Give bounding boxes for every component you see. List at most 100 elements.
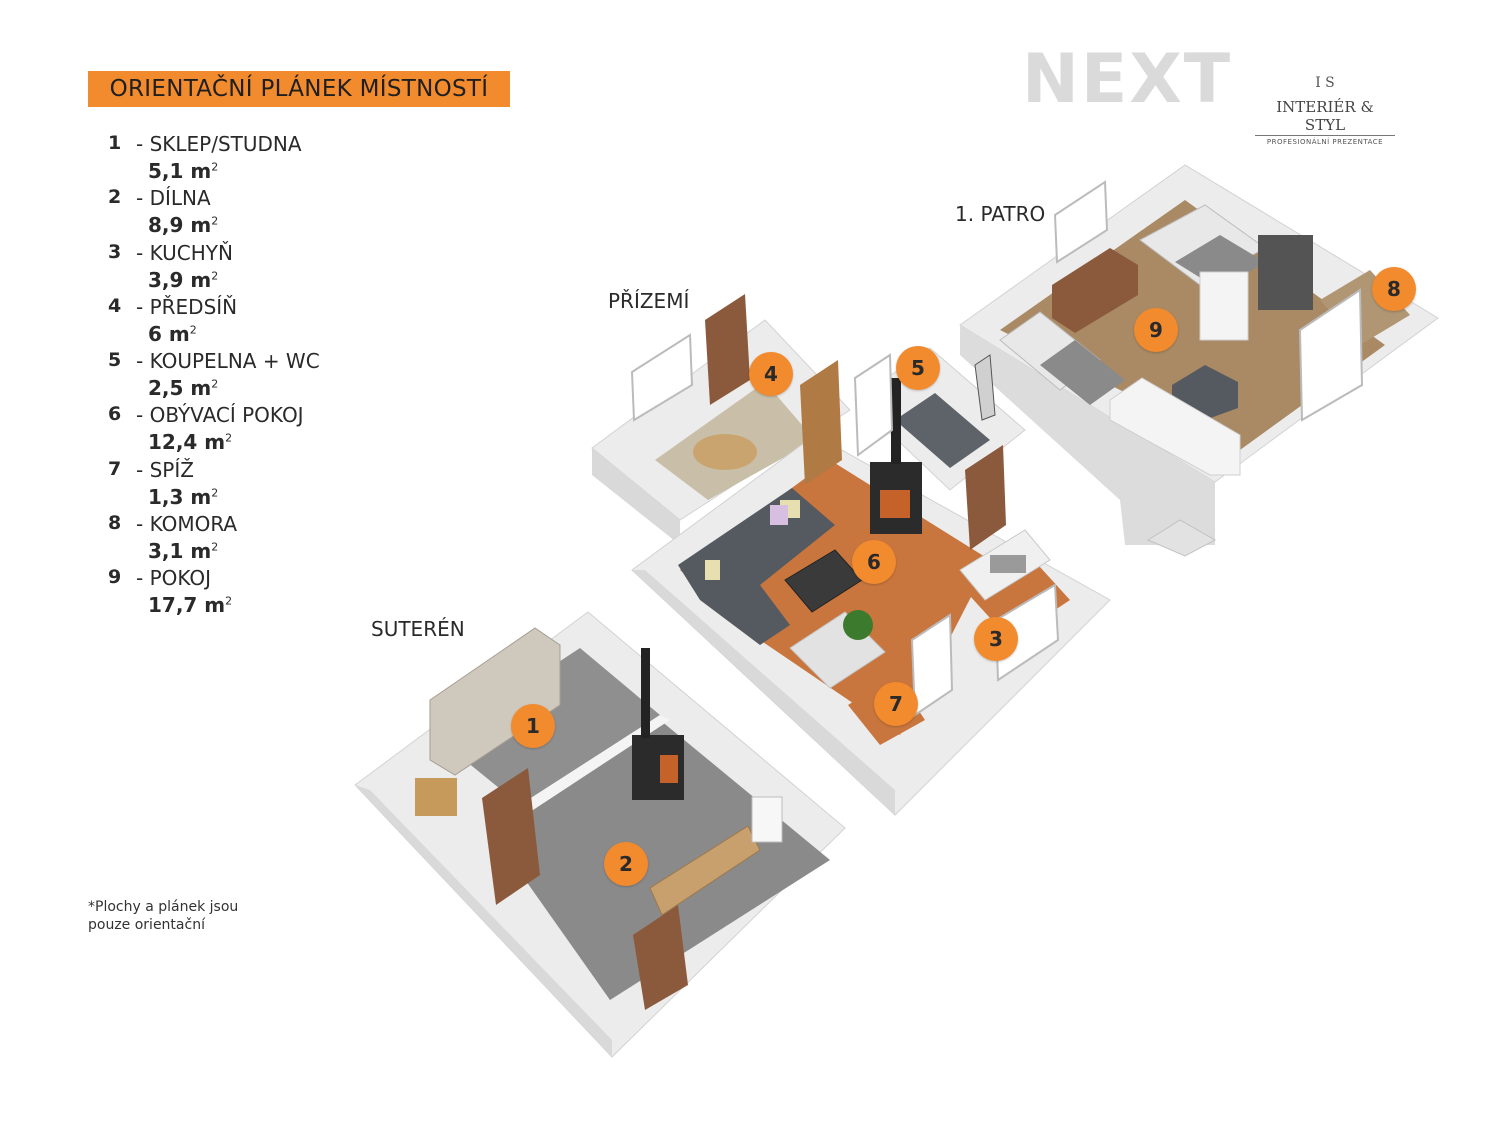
- first-floor-plan: [959, 164, 1439, 557]
- exterior-stairs: [1146, 519, 1217, 557]
- legend-number: 1: [108, 132, 122, 154]
- workbench: [649, 825, 761, 916]
- room-marker-4: 4: [749, 352, 793, 396]
- bed-1-cover: [1175, 235, 1265, 290]
- legend-room-name: - KOMORA: [136, 512, 238, 537]
- area-value: 1,3 m: [148, 484, 212, 509]
- stove-pipe-ground: [891, 378, 901, 464]
- room-2-floor: [490, 720, 830, 1000]
- room-marker-9: 9: [1134, 308, 1178, 352]
- area-value: 8,9 m: [148, 213, 212, 238]
- sofa-cushion-3: [705, 560, 720, 580]
- legend-item: 1 - SKLEP/STUDNA 5,1 m2: [108, 130, 368, 184]
- floor-label-patro: 1. PATRO: [955, 202, 1046, 226]
- shelf-unit: [429, 627, 561, 776]
- area-value: 2,5 m: [148, 376, 212, 401]
- legend-number: 7: [108, 457, 122, 480]
- area-unit-exponent: 2: [211, 377, 219, 391]
- bed-2-cover: [1040, 340, 1125, 405]
- window-first-1: [1053, 180, 1109, 264]
- area-unit-exponent: 2: [211, 268, 219, 282]
- legend-room-area: 5,1 m2: [148, 159, 218, 183]
- cabinet-white: [1199, 271, 1249, 341]
- dining-table: [693, 434, 757, 470]
- legend-item: 9 - POKOJ 17,7 m2: [108, 564, 368, 618]
- legend-item: 5 - KOUPELNA + WC 2,5 m2: [108, 347, 368, 401]
- area-value: 6 m: [148, 321, 190, 346]
- legend-room-name: - POKOJ: [136, 566, 212, 591]
- sink-basement: [751, 796, 783, 843]
- area-unit-exponent: 2: [225, 594, 233, 608]
- sofa-cushion-2: [770, 505, 788, 525]
- room-8-floor: [1320, 270, 1410, 345]
- legend-room-area: 1,3 m2: [148, 485, 218, 509]
- room-marker-8: 8: [1372, 267, 1416, 311]
- area-value: 3,1 m: [148, 539, 212, 564]
- legend-room-name: - KOUPELNA + WC: [136, 349, 320, 374]
- kitchen-sink: [990, 555, 1026, 573]
- area-value: 5,1 m: [148, 159, 212, 183]
- ground-main-side: [632, 570, 895, 815]
- legend-number: 2: [108, 186, 122, 209]
- logo-name: INTERIÉR & STYL: [1255, 98, 1395, 136]
- door-ground-entry: [705, 294, 750, 405]
- room-marker-7: 7: [874, 682, 918, 726]
- legend-number: 6: [108, 403, 122, 426]
- area-value: 17,7 m: [148, 593, 226, 618]
- legend-number: 4: [108, 294, 122, 317]
- legend-item: 3 - KUCHYŇ 3,9 m2: [108, 239, 368, 293]
- legend-room-area: 3,9 m2: [148, 268, 218, 292]
- room-marker-2: 2: [604, 842, 648, 886]
- stair-railing: [1109, 377, 1241, 476]
- plan-title: ORIENTAČNÍ PLÁNEK MÍSTNOSTÍ: [88, 71, 510, 107]
- window-ground-1: [630, 333, 694, 422]
- legend-room-name: - PŘEDSÍŇ: [136, 294, 238, 319]
- area-unit-exponent: 2: [211, 214, 219, 228]
- ground-hall-side: [592, 448, 680, 545]
- stove-fire-ground: [880, 490, 910, 518]
- logo-rings-icon: I S: [1315, 75, 1335, 91]
- legend-room-name: - SKLEP/STUDNA: [136, 132, 302, 156]
- room-marker-6: 6: [852, 540, 896, 584]
- interier-styl-logo: I S INTERIÉR & STYL PROFESIONÁLNÍ PREZEN…: [1255, 68, 1395, 146]
- dresser: [1052, 248, 1138, 333]
- wardrobe: [1258, 235, 1313, 310]
- room-marker-5: 5: [896, 346, 940, 390]
- legend-item: 8 - KOMORA 3,1 m2: [108, 510, 368, 564]
- shower-head-icon: [974, 354, 996, 421]
- room-legend: 1 - SKLEP/STUDNA 5,1 m2 2 - DÍLNA 8,9 m2…: [108, 130, 368, 619]
- area-unit-exponent: 2: [211, 486, 219, 500]
- storage-boxes: [415, 778, 457, 816]
- legend-room-area: 3,1 m2: [148, 539, 218, 563]
- area-value: 12,4 m: [148, 430, 226, 455]
- disclaimer-note: *Plochy a plánek jsou pouze orientační: [88, 899, 239, 933]
- door-basement-2: [633, 905, 688, 1010]
- legend-item: 6 - OBÝVACÍ POKOJ 12,4 m2: [108, 401, 368, 455]
- stove-pipe-basement: [641, 648, 650, 738]
- window-first-2: [1298, 288, 1364, 422]
- legend-item: 2 - DÍLNA 8,9 m2: [108, 184, 368, 238]
- basement-plan: [354, 611, 846, 1058]
- legend-number: 9: [108, 566, 122, 589]
- stove-fire-basement: [660, 755, 678, 783]
- legend-room-name: - SPÍŽ: [136, 457, 194, 482]
- legend-room-area: 17,7 m2: [148, 593, 232, 617]
- legend-room-area: 2,5 m2: [148, 376, 218, 400]
- legend-room-area: 12,4 m2: [148, 430, 232, 454]
- legend-number: 5: [108, 349, 122, 372]
- basement-wall-side: [355, 785, 612, 1057]
- first-floor-side: [960, 325, 1215, 545]
- sofa: [678, 488, 835, 645]
- door-basement-1: [482, 768, 540, 905]
- area-unit-exponent: 2: [211, 160, 219, 174]
- legend-room-area: 8,9 m2: [148, 213, 218, 237]
- legend-room-name: - KUCHYŇ: [136, 240, 233, 265]
- plant: [843, 610, 873, 640]
- area-unit-exponent: 2: [225, 431, 233, 445]
- legend-room-name: - DÍLNA: [136, 186, 211, 211]
- door-ground-bath: [965, 445, 1006, 550]
- legend-item: 4 - PŘEDSÍŇ 6 m2: [108, 293, 368, 347]
- window-ground-3: [910, 613, 954, 717]
- floor-label-prizemi: PŘÍZEMÍ: [608, 289, 690, 313]
